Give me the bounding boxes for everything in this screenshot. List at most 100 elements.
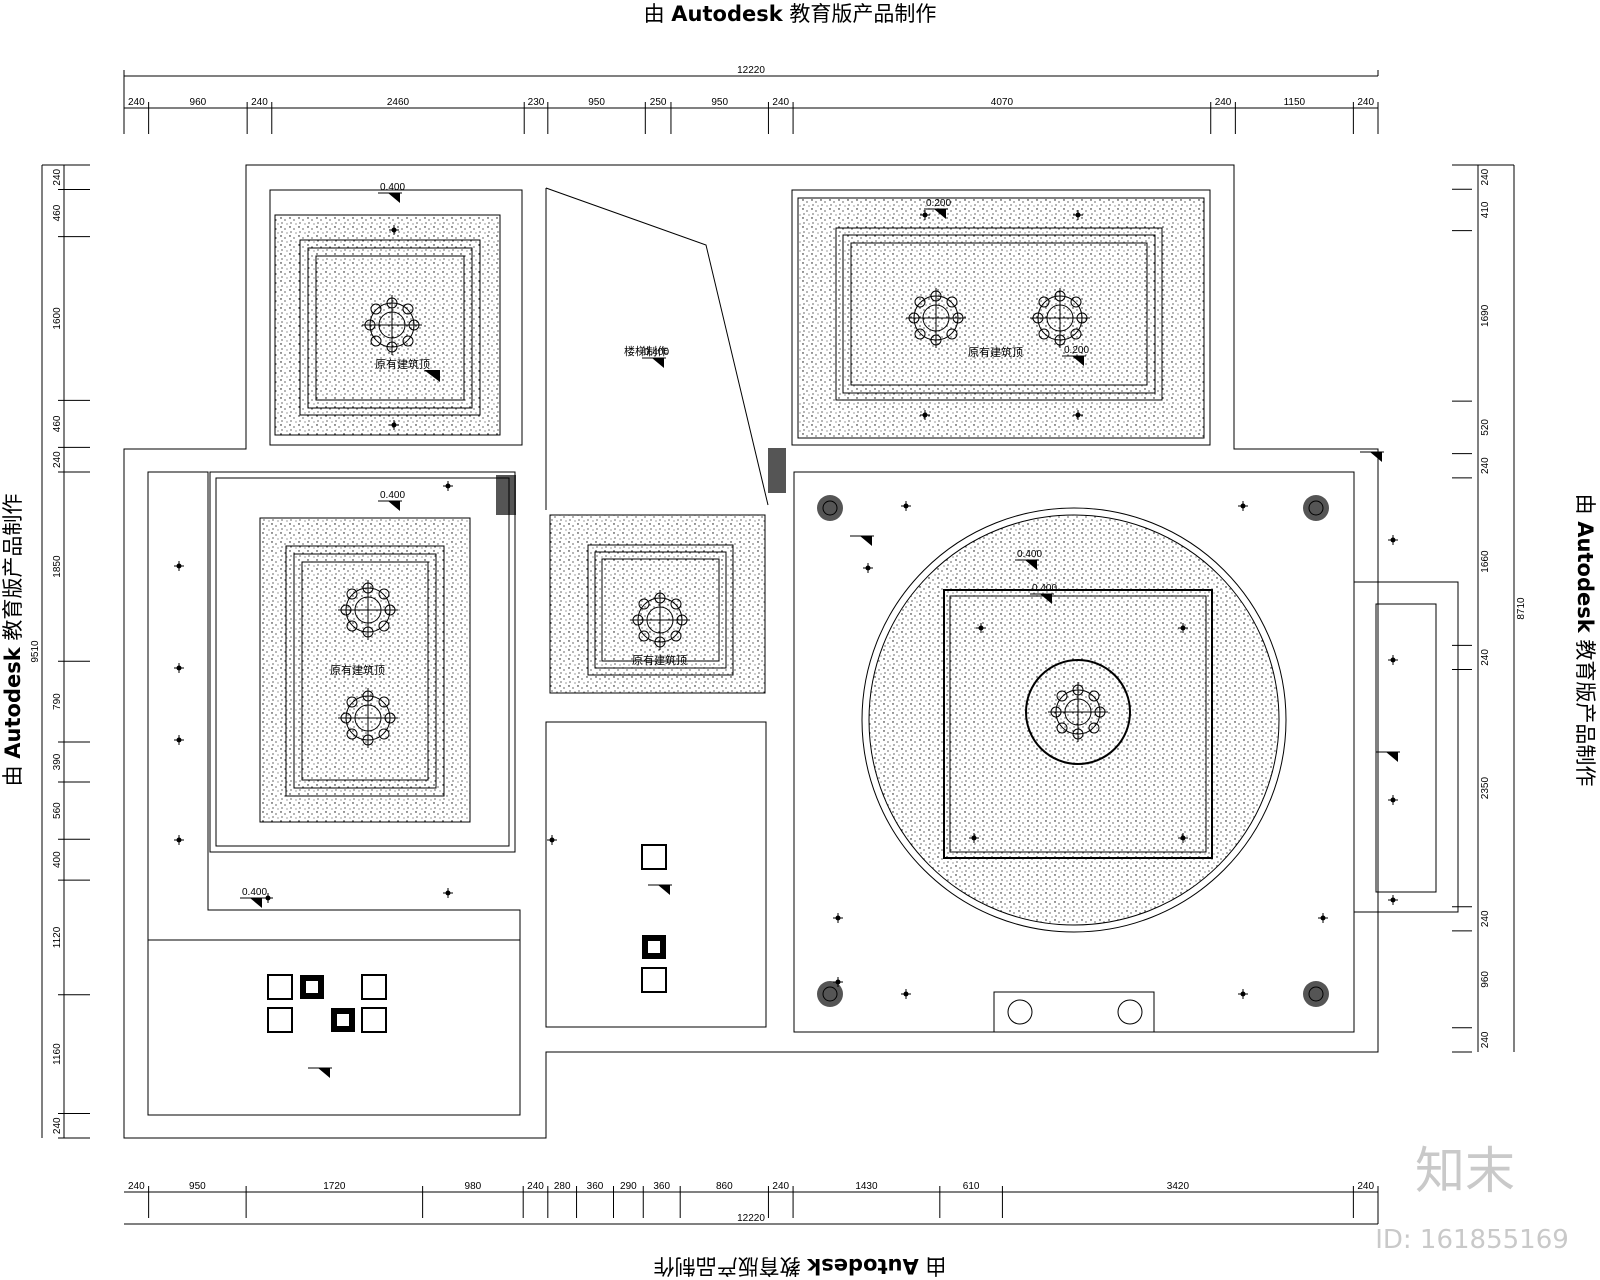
tile-floor-left xyxy=(147,939,521,1116)
dimension-label: 360 xyxy=(653,1181,670,1192)
label-original-ceiling-4: 原有建筑顶 xyxy=(632,653,687,667)
dimension-label: 1720 xyxy=(323,1181,346,1192)
elevation-value: 0.200 xyxy=(926,198,951,209)
dimension-label: 950 xyxy=(189,1181,206,1192)
ceiling-room-upper-left xyxy=(269,189,523,446)
downlight-icon xyxy=(442,480,454,492)
dimension-label: 240 xyxy=(772,1181,789,1192)
dimension-label: 1600 xyxy=(52,307,63,330)
downlight-icon xyxy=(173,662,185,674)
downlight-icon xyxy=(832,912,844,924)
dimension-label: 4070 xyxy=(991,97,1014,108)
elevation-marker-icon xyxy=(647,884,673,896)
dimension-label: 980 xyxy=(465,1181,482,1192)
dimension-label: 240 xyxy=(1480,649,1491,666)
downlight-icon xyxy=(173,560,185,572)
downlight-icon xyxy=(1317,912,1329,924)
dimension-label: 1150 xyxy=(1284,97,1306,108)
elevation-value: 0.400 xyxy=(380,490,405,501)
dimension-label: 1660 xyxy=(1480,550,1491,573)
bay-window xyxy=(1353,581,1459,913)
elevation-value: 0.400 xyxy=(1032,583,1057,594)
elevation-marker-icon xyxy=(849,535,875,547)
dimension-label: 240 xyxy=(1480,910,1491,927)
dimension-label: 240 xyxy=(772,97,789,108)
ceiling-room-upper-right xyxy=(791,189,1211,446)
dimension-label: 240 xyxy=(1215,97,1232,108)
downlight-icon xyxy=(173,734,185,746)
dimension-label: 410 xyxy=(1480,201,1491,218)
dimension-label: 240 xyxy=(1357,97,1374,108)
dimension-total: 12220 xyxy=(737,1213,765,1224)
dimension-label: 560 xyxy=(52,802,63,819)
downlight-icon xyxy=(173,834,185,846)
dimension-label: 240 xyxy=(527,1181,544,1192)
downlight-icon xyxy=(442,887,454,899)
dimension-label: 290 xyxy=(620,1181,637,1192)
dimension-label: 360 xyxy=(587,1181,604,1192)
elevation-marker-icon xyxy=(239,897,265,909)
downlight-icon xyxy=(1237,500,1249,512)
edu-stamp-top: 由 Autodesk 教育版产品制作 xyxy=(644,2,937,26)
tile-floor-middle xyxy=(545,721,767,1028)
dimension-chain-left: 2404601600460240185079039056040011201160… xyxy=(30,164,90,1139)
dimension-label: 460 xyxy=(52,415,63,432)
dimension-label: 400 xyxy=(52,851,63,868)
ceiling-room-left xyxy=(209,471,516,853)
dimension-label: 610 xyxy=(963,1181,980,1192)
dimension-label: 3420 xyxy=(1167,1181,1190,1192)
edu-stamp-left: 由 Autodesk 教育版产品制作 xyxy=(1,494,25,787)
downlight-icon xyxy=(1387,894,1399,906)
elevation-marker-icon xyxy=(1375,751,1401,763)
elevation-marker-icon xyxy=(307,1067,333,1079)
dimension-label: 960 xyxy=(190,97,207,108)
downlight-icon xyxy=(1387,794,1399,806)
dimension-label: 240 xyxy=(1480,457,1491,474)
watermark-logo: 知末 xyxy=(1415,1142,1515,1200)
ceiling-room-living xyxy=(793,471,1355,1033)
downlight-icon xyxy=(900,500,912,512)
dimension-label: 950 xyxy=(711,97,728,108)
dimension-label: 1430 xyxy=(855,1181,878,1192)
label-original-ceiling-1: 原有建筑顶 xyxy=(375,357,430,371)
downlight-icon xyxy=(1387,534,1399,546)
dimension-label: 2350 xyxy=(1480,777,1491,800)
downlight-icon xyxy=(546,834,558,846)
edu-stamp-right: 由 Autodesk 教育版产品制作 xyxy=(1573,494,1597,787)
dimension-label: 1850 xyxy=(52,555,63,578)
dimension-label: 460 xyxy=(52,204,63,221)
dimension-total: 12220 xyxy=(737,65,765,76)
elevation-value: 0.400 xyxy=(1017,549,1042,560)
dimension-label: 240 xyxy=(1480,1031,1491,1048)
dimension-label: 230 xyxy=(528,97,545,108)
dimension-label: 1120 xyxy=(52,926,63,948)
dimension-label: 250 xyxy=(650,97,667,108)
dimension-label: 1160 xyxy=(52,1043,63,1065)
dimension-label: 240 xyxy=(1480,168,1491,185)
label-original-ceiling-2: 原有建筑顶 xyxy=(968,345,1023,359)
elevation-marker-icon xyxy=(641,357,667,369)
dimension-total: 8710 xyxy=(1516,597,1527,620)
elevation-marker-icon xyxy=(377,192,403,204)
elevation-value: 0.400 xyxy=(380,182,405,193)
dimension-label: 240 xyxy=(1357,1181,1374,1192)
elevation-value: 0.400 xyxy=(644,347,669,358)
watermark-id: ID: 161855169 xyxy=(1375,1225,1569,1255)
dimension-label: 1690 xyxy=(1480,304,1491,327)
dimension-label: 790 xyxy=(52,693,63,710)
label-original-ceiling-3: 原有建筑顶 xyxy=(330,663,385,677)
elevation-marker-icon xyxy=(1359,451,1385,463)
downlight-icon xyxy=(1387,654,1399,666)
dimension-label: 860 xyxy=(716,1181,733,1192)
dimension-label: 240 xyxy=(128,97,145,108)
dimension-label: 390 xyxy=(52,753,63,770)
dimension-label: 240 xyxy=(52,168,63,185)
outer-wall xyxy=(123,164,1379,1139)
edu-stamp-bottom: 由 Autodesk 教育版产品制作 xyxy=(654,1254,947,1278)
dimension-label: 240 xyxy=(251,97,268,108)
